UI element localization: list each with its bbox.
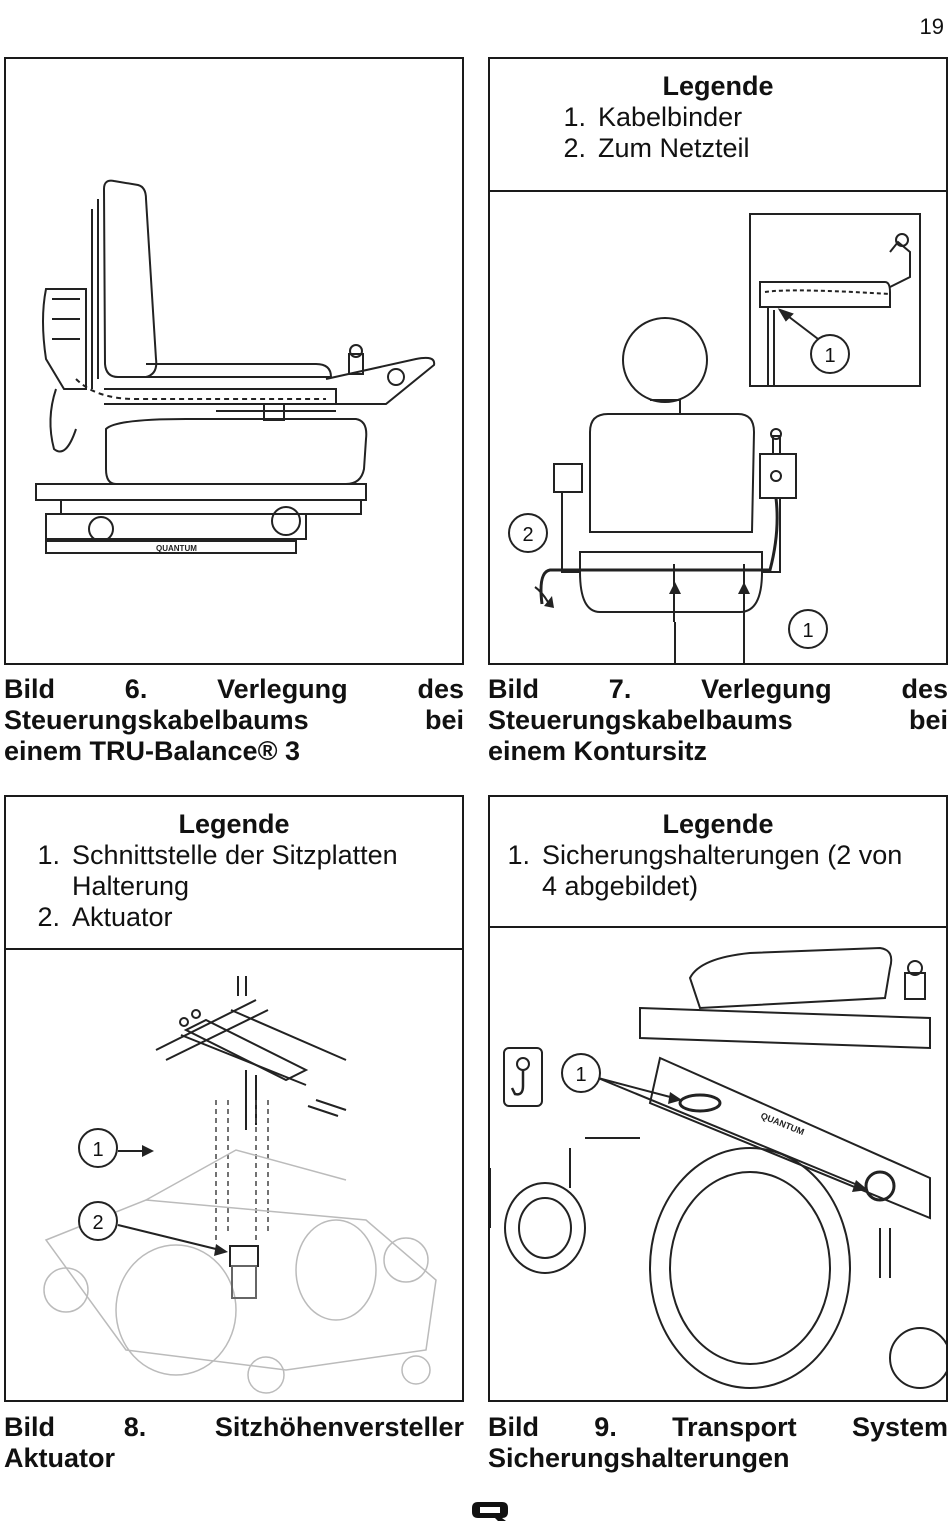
figure-7-illustration-contour-seat: 1 2 1 [508, 213, 921, 663]
figure-7-callout-1: 1 [788, 609, 828, 649]
figure-6-panel: QUANTUM [4, 57, 464, 665]
svg-text:1: 1 [802, 620, 813, 642]
figure-7-caption-line: einem Kontursitz [488, 736, 708, 766]
figure-7-legend: Legende 1.Kabelbinder 2.Zum Netzteil [490, 59, 946, 192]
figure-8-caption: Bild 8. Sitzhöhenversteller Aktuator [4, 1412, 464, 1474]
figure-6-caption-line: einem TRU-Balance® 3 [4, 736, 300, 766]
figure-7-callout-1-inset: 1 [810, 334, 850, 374]
quantum-logo-icon [470, 1500, 510, 1522]
page-number: 19 [919, 14, 944, 39]
figure-6-caption-line: Steuerungskabelbaums bei [4, 705, 464, 735]
figure-8-caption-line: Aktuator [4, 1443, 116, 1473]
tie-down-hook-icon [503, 1047, 543, 1107]
legend-item: 2.Zum Netzteil [563, 133, 750, 163]
figure-7-caption-line: Bild 7. Verlegung des [488, 674, 948, 704]
svg-text:1: 1 [824, 345, 835, 367]
figure-9-caption-line: Sicherungshalterungen [488, 1443, 790, 1473]
figure-7-callout-2: 2 [508, 513, 548, 553]
legend-title: Legende [178, 809, 290, 839]
figure-6-seat-brand-label: QUANTUM [156, 544, 197, 553]
figure-8-callout-1: 1 [78, 1128, 118, 1168]
figure-9-seat-brand-label: QUANTUM [759, 1111, 805, 1138]
figure-6-illustration-seat-side-view: QUANTUM [35, 179, 436, 554]
figure-9-illustration-securement-brackets: 1 QUANTUM [490, 946, 946, 1389]
svg-text:2: 2 [92, 1212, 103, 1234]
figure-9-callout-1: 1 [561, 1053, 601, 1093]
figure-8-illustration-seat-height-actuator: 1 2 [43, 976, 437, 1394]
svg-text:2: 2 [522, 524, 533, 546]
legend-item: 2.Aktuator [37, 902, 173, 932]
legend-title: Legende [662, 71, 774, 101]
figure-7-caption-line: Steuerungskabelbaums bei [488, 705, 948, 735]
figure-8-callout-2: 2 [78, 1201, 118, 1241]
figure-7-panel: Legende 1.Kabelbinder 2.Zum Netzteil [488, 57, 948, 665]
figure-9-caption-line: Bild 9. Transport System [488, 1412, 948, 1442]
svg-text:1: 1 [575, 1064, 586, 1086]
figure-9-caption: Bild 9. Transport System Sicherungshalte… [488, 1412, 948, 1474]
legend-title: Legende [662, 809, 774, 839]
figure-7-caption: Bild 7. Verlegung des Steuerungskabelbau… [488, 674, 948, 767]
legend-item: 1.Kabelbinder [563, 102, 743, 132]
figure-8-caption-line: Bild 8. Sitzhöhenversteller [4, 1412, 464, 1442]
svg-text:1: 1 [92, 1139, 103, 1161]
figure-6-caption: Bild 6. Verlegung des Steuerungskabelbau… [4, 674, 464, 767]
figure-6-caption-line: Bild 6. Verlegung des [4, 674, 464, 704]
